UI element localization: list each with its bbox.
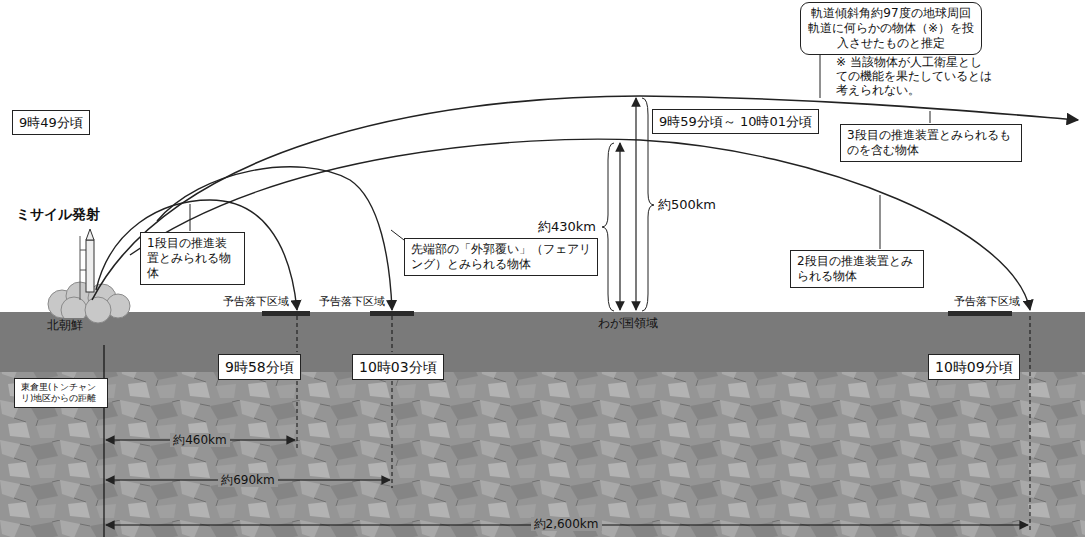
territory-label: わが国領域 bbox=[595, 316, 661, 330]
reference-box: 東倉里(トンチャンリ)地区からの距離 bbox=[14, 378, 108, 408]
footnote: ※ 当該物体が人工衛星としての機能を果たしているとは考えられない。 bbox=[836, 55, 992, 97]
dashed-line bbox=[1030, 316, 1031, 532]
leader-line bbox=[190, 204, 191, 231]
drop-zone-label: 予告落下区域 bbox=[319, 295, 385, 308]
box-text: 9時59分頃～ 10時01分頃 bbox=[659, 113, 812, 130]
box-text: 9時49分頃 bbox=[19, 114, 83, 131]
time-box: 9時49分頃 bbox=[12, 110, 90, 135]
leader-line bbox=[880, 195, 881, 249]
distance-label: 約2,600km bbox=[531, 517, 602, 531]
leader-line bbox=[820, 53, 821, 98]
box-text: 軌道傾斜角約97度の地球周回軌道に何らかの物体（※）を投入させたものと推定 bbox=[807, 6, 975, 51]
drop-zone-mark bbox=[948, 311, 1012, 316]
drop-zone-label: 予告落下区域 bbox=[223, 295, 289, 308]
reference-line bbox=[103, 345, 104, 537]
altitude-label: 約500km bbox=[658, 197, 716, 213]
first-stage-trajectory bbox=[96, 200, 297, 310]
drop-zone-mark bbox=[370, 311, 414, 316]
box-text: 先端部の「外郭覆い」（フェアリング）とみられる物体 bbox=[411, 242, 591, 272]
altitude-arrow bbox=[635, 98, 636, 310]
note-box: 軌道傾斜角約97度の地球周回軌道に何らかの物体（※）を投入させたものと推定 bbox=[800, 2, 982, 55]
time-box: 9時59分頃～ 10時01分頃 bbox=[652, 109, 819, 134]
callout-box: 先端部の「外郭覆い」（フェアリング）とみられる物体 bbox=[404, 238, 598, 276]
ground-band bbox=[0, 312, 1085, 372]
box-text: 東倉里(トンチャンリ)地区からの距離 bbox=[21, 382, 101, 404]
dashed-line bbox=[392, 381, 393, 488]
leader-line bbox=[391, 230, 404, 240]
leader-line bbox=[930, 111, 931, 123]
second-stage-trajectory bbox=[130, 139, 1030, 310]
box-text: 1段目の推進装置とみられる物体 bbox=[147, 236, 238, 281]
dashed-line bbox=[297, 316, 298, 352]
box-text: 10時03分頃 bbox=[359, 358, 437, 376]
box-text: 3段目の推進装置とみられるものを含む物体 bbox=[847, 128, 1015, 158]
rocket-icon bbox=[80, 229, 94, 300]
callout-box: 1段目の推進装置とみられる物体 bbox=[140, 232, 245, 285]
time-box: 10時09分頃 bbox=[928, 354, 1020, 380]
altitude-arrow bbox=[619, 143, 620, 310]
drop-zone-mark bbox=[262, 311, 310, 316]
brace bbox=[602, 143, 614, 311]
box-text: 2段目の推進装置とみられる物体 bbox=[797, 254, 917, 284]
ground-texture bbox=[0, 372, 1085, 537]
distance-label: 約460km bbox=[170, 433, 230, 447]
time-box: 10時03分頃 bbox=[352, 354, 444, 380]
time-box: 9時58分頃 bbox=[218, 354, 301, 380]
launch-label: ミサイル発射 bbox=[16, 206, 100, 223]
dashed-line bbox=[392, 316, 393, 352]
drop-zone-label: 予告落下区域 bbox=[954, 295, 1020, 308]
callout-box: 3段目の推進装置とみられるものを含む物体 bbox=[840, 124, 1022, 162]
dashed-line bbox=[297, 381, 298, 448]
box-text: 10時09分頃 bbox=[935, 358, 1013, 376]
callout-box: 2段目の推進装置とみられる物体 bbox=[790, 250, 924, 288]
box-text: 9時58分頃 bbox=[225, 358, 294, 376]
country-label: 北朝鮮 bbox=[44, 318, 86, 332]
altitude-label: 約430km bbox=[538, 219, 596, 235]
distance-label: 約690km bbox=[218, 473, 278, 487]
